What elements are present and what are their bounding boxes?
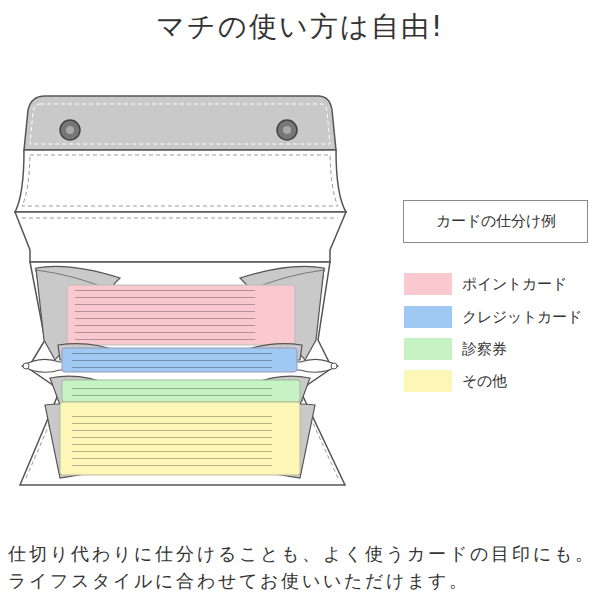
title: マチの使い方は自由! — [0, 8, 600, 46]
legend-title-box: カードの仕分け例 — [403, 200, 588, 243]
box-label: カードの仕分け例 — [436, 212, 556, 231]
legend-label: ポイントカード — [462, 274, 567, 294]
caption: 仕切り代わりに仕分けることも、よく使うカードの目印にも。ライフスタイルに合わせて… — [8, 540, 596, 594]
legend-label: 診察券 — [462, 339, 507, 359]
legend-swatch — [404, 370, 452, 392]
legend-swatch — [404, 306, 452, 328]
legend-swatch — [404, 338, 452, 360]
legend-label: その他 — [462, 371, 507, 391]
legend-label: クレジットカード — [462, 307, 582, 327]
legend-swatch — [404, 273, 452, 295]
